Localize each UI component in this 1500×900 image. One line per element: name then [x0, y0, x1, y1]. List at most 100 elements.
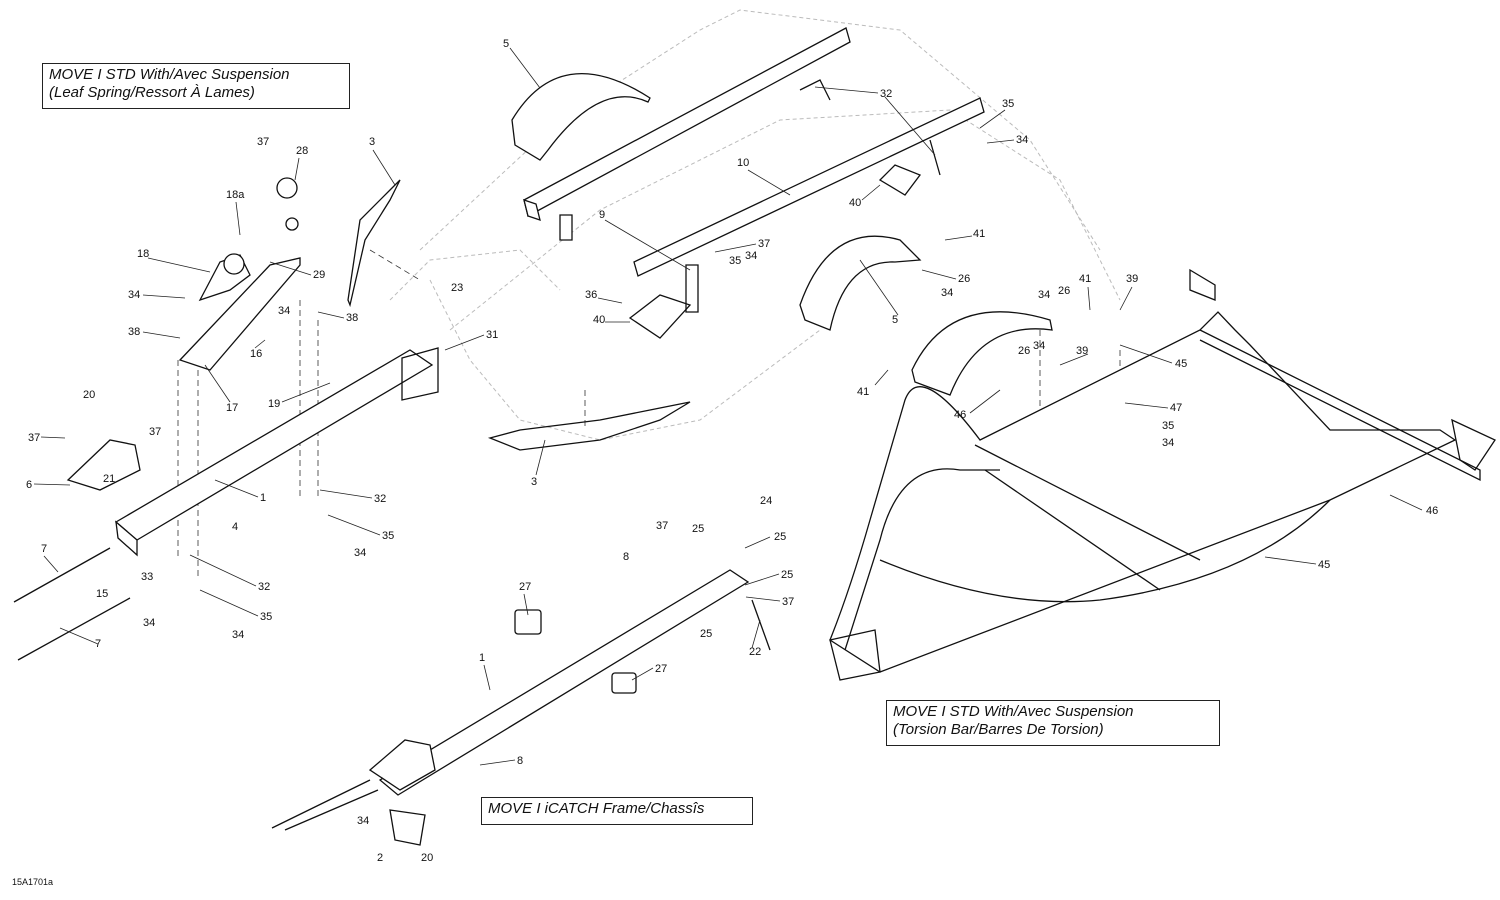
- callout-4: 4: [232, 521, 238, 533]
- caption-torsion-line1: MOVE I STD With/Avec Suspension: [893, 703, 1134, 720]
- bunk-board-lower: [633, 97, 985, 277]
- callout-3a: 3: [369, 136, 375, 148]
- callout-18: 18: [137, 248, 149, 260]
- callout-20a: 20: [83, 389, 95, 401]
- caption-leaf-line2: (Leaf Spring/Ressort À Lames): [49, 84, 255, 101]
- callout-38b: 38: [346, 312, 358, 324]
- callout-29: 29: [313, 269, 325, 281]
- callout-8a: 8: [623, 551, 629, 563]
- fender-right-lower: [911, 311, 1053, 396]
- callout-26a: 26: [958, 273, 970, 285]
- callout-25a: 25: [692, 523, 704, 535]
- callout-31: 31: [486, 329, 498, 341]
- callout-33: 33: [141, 571, 153, 583]
- callout-34g: 34: [128, 289, 140, 301]
- callout-3b: 3: [531, 476, 537, 488]
- callout-46a: 46: [954, 409, 966, 421]
- callout-39b: 39: [1076, 345, 1088, 357]
- callout-47: 47: [1170, 402, 1182, 414]
- callout-1b: 1: [479, 652, 485, 664]
- callout-5a: 5: [503, 38, 509, 50]
- keel-pad-leaf: [347, 179, 691, 451]
- caption-torsion-line2: (Torsion Bar/Barres De Torsion): [893, 721, 1104, 738]
- callout-34c: 34: [941, 287, 953, 299]
- callout-37b: 37: [257, 136, 269, 148]
- callout-35a: 35: [1002, 98, 1014, 110]
- callout-39a: 39: [1126, 273, 1138, 285]
- callout-34a: 34: [1016, 134, 1028, 146]
- callout-35c: 35: [1162, 420, 1174, 432]
- callout-25c: 25: [781, 569, 793, 581]
- callout-27b: 27: [655, 663, 667, 675]
- callout-37f: 37: [782, 596, 794, 608]
- callout-34b: 34: [745, 250, 757, 262]
- tongue-main: [114, 347, 439, 557]
- callout-34d: 34: [1038, 289, 1050, 301]
- caption-leaf-spring: MOVE I STD With/Avec Suspension (Leaf Sp…: [42, 63, 350, 109]
- callout-32b: 32: [374, 493, 386, 505]
- callout-7a: 7: [41, 543, 47, 555]
- callout-6: 6: [26, 479, 32, 491]
- callout-26b: 26: [1058, 285, 1070, 297]
- callout-37a: 37: [758, 238, 770, 250]
- callout-37e: 37: [656, 520, 668, 532]
- caption-leaf-line1: MOVE I STD With/Avec Suspension: [49, 66, 290, 83]
- bunk-board-upper: [523, 27, 851, 221]
- callout-16: 16: [250, 348, 262, 360]
- callout-2: 2: [377, 852, 383, 864]
- callout-35b: 35: [729, 255, 741, 267]
- callout-35d: 35: [382, 530, 394, 542]
- callout-34l: 34: [357, 815, 369, 827]
- callout-41c: 41: [857, 386, 869, 398]
- caption-icatch-line1: MOVE I iCATCH Frame/Chassîs: [488, 800, 705, 817]
- callout-32a: 32: [880, 88, 892, 100]
- callout-1a: 1: [260, 492, 266, 504]
- callout-21: 21: [103, 473, 115, 485]
- callout-23: 23: [451, 282, 463, 294]
- callout-36: 36: [585, 289, 597, 301]
- callout-46b: 46: [1426, 505, 1438, 517]
- callout-labels: 5 32 35 34 10 40 9 37 35 34 36 40 41 26 …: [26, 38, 1438, 864]
- callout-35e: 35: [260, 611, 272, 623]
- callout-41a: 41: [973, 228, 985, 240]
- callout-40a: 40: [849, 197, 861, 209]
- callout-25d: 25: [700, 628, 712, 640]
- callout-27a: 27: [519, 581, 531, 593]
- winch-stand: [178, 177, 301, 371]
- callout-34i: 34: [354, 547, 366, 559]
- phantom-trailer-outline: [389, 9, 1121, 441]
- coupler: [66, 439, 141, 491]
- callout-37d: 37: [149, 426, 161, 438]
- torsion-frame: [829, 268, 1496, 681]
- bunk-brackets: [559, 79, 941, 339]
- callout-34e: 34: [1033, 340, 1045, 352]
- callout-7b: 7: [95, 638, 101, 650]
- callout-40b: 40: [593, 314, 605, 326]
- safety-chains-leaf: [13, 547, 131, 661]
- callout-26c: 26: [1018, 345, 1030, 357]
- callout-9: 9: [599, 209, 605, 221]
- callout-45a: 45: [1175, 358, 1187, 370]
- callout-34k: 34: [232, 629, 244, 641]
- callout-34j: 34: [143, 617, 155, 629]
- callout-20b: 20: [421, 852, 433, 864]
- callout-32c: 32: [258, 581, 270, 593]
- leader-lines: [33, 47, 1423, 766]
- callout-25b: 25: [774, 531, 786, 543]
- callout-45b: 45: [1318, 559, 1330, 571]
- callout-28: 28: [296, 145, 308, 157]
- callout-22: 22: [749, 646, 761, 658]
- callout-8b: 8: [517, 755, 523, 767]
- callout-41b: 41: [1079, 273, 1091, 285]
- callout-38a: 38: [128, 326, 140, 338]
- callout-34h: 34: [278, 305, 290, 317]
- caption-torsion-bar: MOVE I STD With/Avec Suspension (Torsion…: [886, 700, 1220, 746]
- callout-34f: 34: [1162, 437, 1174, 449]
- callout-18a: 18a: [226, 189, 245, 201]
- callout-37c: 37: [28, 432, 40, 444]
- fender-top: [511, 72, 651, 161]
- fender-right-upper: [799, 235, 922, 331]
- caption-icatch: MOVE I iCATCH Frame/Chassîs: [481, 797, 753, 825]
- callout-5b: 5: [892, 314, 898, 326]
